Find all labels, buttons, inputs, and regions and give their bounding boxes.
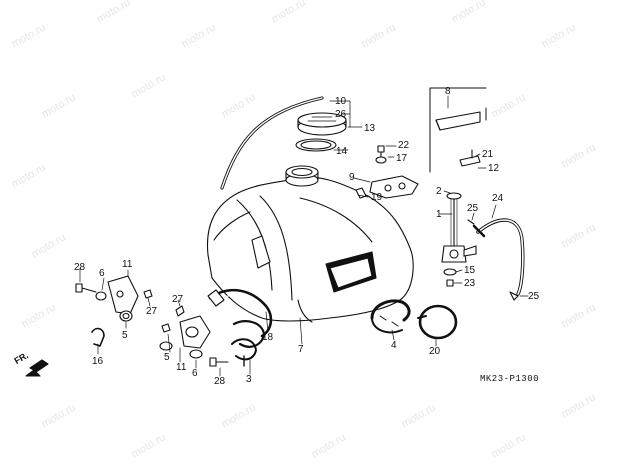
breather-tube xyxy=(220,96,324,190)
hose-clamp xyxy=(231,338,257,367)
callout-27-left: 27 xyxy=(146,306,158,317)
callout-26: 26 xyxy=(335,109,347,120)
callout-24: 24 xyxy=(492,193,504,204)
callout-4: 4 xyxy=(391,340,397,351)
callout-27-right: 27 xyxy=(172,294,184,305)
callout-11-left: 11 xyxy=(122,259,133,270)
callout-23: 23 xyxy=(464,278,476,289)
callout-11-right: 11 xyxy=(176,362,187,373)
hose-clips xyxy=(467,219,519,301)
callout-8: 8 xyxy=(445,86,451,97)
callout-14: 14 xyxy=(336,146,348,157)
clamp-band xyxy=(370,299,411,334)
diagram-code: MK23-P1300 xyxy=(480,374,540,384)
callout-28-left: 28 xyxy=(74,262,86,273)
fuel-valve xyxy=(441,192,477,263)
callout-10: 10 xyxy=(335,96,347,107)
frame-strap xyxy=(207,288,273,348)
front-direction-arrow xyxy=(25,359,49,377)
callout-18: 18 xyxy=(262,332,274,343)
tank-mounting-bracket xyxy=(355,175,419,199)
left-tank-bracket xyxy=(75,275,153,322)
callout-25-bottom: 25 xyxy=(528,291,540,302)
callout-21: 21 xyxy=(482,149,494,160)
callout-leader-lines xyxy=(79,95,529,377)
callout-20: 20 xyxy=(429,346,441,357)
callout-15: 15 xyxy=(464,265,476,276)
strap-ring xyxy=(417,304,458,340)
valve-washer-screw xyxy=(443,268,457,287)
bolt-and-washer xyxy=(375,145,387,164)
callout-2: 2 xyxy=(436,186,442,197)
callout-13: 13 xyxy=(364,123,376,134)
callout-6-right: 6 xyxy=(192,368,198,379)
callout-5-right: 5 xyxy=(164,352,170,363)
callout-28-right: 28 xyxy=(214,376,226,387)
callout-12: 12 xyxy=(488,163,500,174)
callout-9: 9 xyxy=(349,172,355,183)
emblem-inset-box xyxy=(429,87,487,173)
callout-16: 16 xyxy=(92,356,104,367)
callout-1: 1 xyxy=(436,209,442,220)
callout-7: 7 xyxy=(298,344,304,355)
rear-tank-bracket xyxy=(159,305,229,367)
fuel-hose xyxy=(472,218,525,296)
harness-clip xyxy=(91,327,105,347)
callout-25-top: 25 xyxy=(467,203,479,214)
fuel-tank-body xyxy=(206,165,414,323)
callout-22: 22 xyxy=(398,140,410,151)
callout-6-left: 6 xyxy=(99,268,105,279)
fuel-filler-cap xyxy=(295,112,347,152)
callout-17: 17 xyxy=(396,153,408,164)
callout-3: 3 xyxy=(246,374,252,385)
callout-19: 19 xyxy=(371,192,383,203)
callout-5-left: 5 xyxy=(122,330,128,341)
